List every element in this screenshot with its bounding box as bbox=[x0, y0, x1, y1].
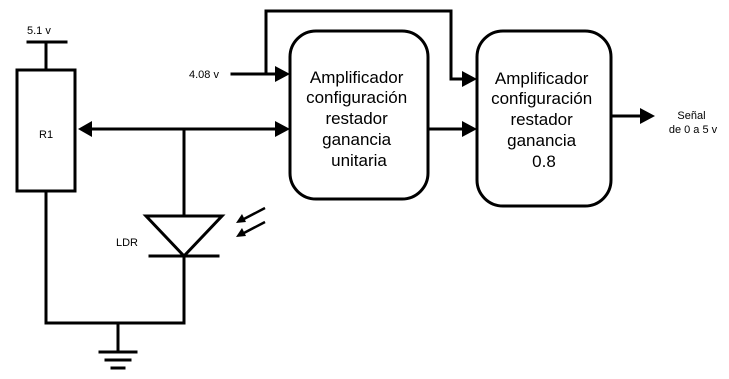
output-wire bbox=[609, 108, 655, 124]
amplifier-block-unity-gain bbox=[288, 29, 430, 201]
amplifier-block-gain-08 bbox=[475, 29, 613, 208]
amplifier-1-text: Amplificador configuración restador gana… bbox=[306, 68, 412, 170]
reference-loop-wire bbox=[264, 9, 477, 87]
output-signal-label: Señal de 0 a 5 v bbox=[669, 110, 718, 136]
supply-voltage-label: 5.1 v bbox=[27, 25, 51, 37]
ground-wire bbox=[44, 189, 186, 354]
light-arrows-icon bbox=[236, 206, 266, 237]
ldr-label: LDR bbox=[116, 237, 138, 249]
reference-input-wire bbox=[230, 66, 290, 82]
supply-terminal bbox=[26, 40, 68, 72]
reference-voltage-label: 4.08 v bbox=[189, 69, 219, 81]
ground-symbol bbox=[98, 350, 138, 370]
resistor-r1 bbox=[15, 68, 77, 193]
ldr-symbol bbox=[142, 214, 226, 259]
amplifier-2-text: Amplificador configuración restador gana… bbox=[491, 69, 597, 171]
resistor-label: R1 bbox=[39, 129, 53, 141]
inter-amplifier-wire bbox=[426, 121, 477, 137]
